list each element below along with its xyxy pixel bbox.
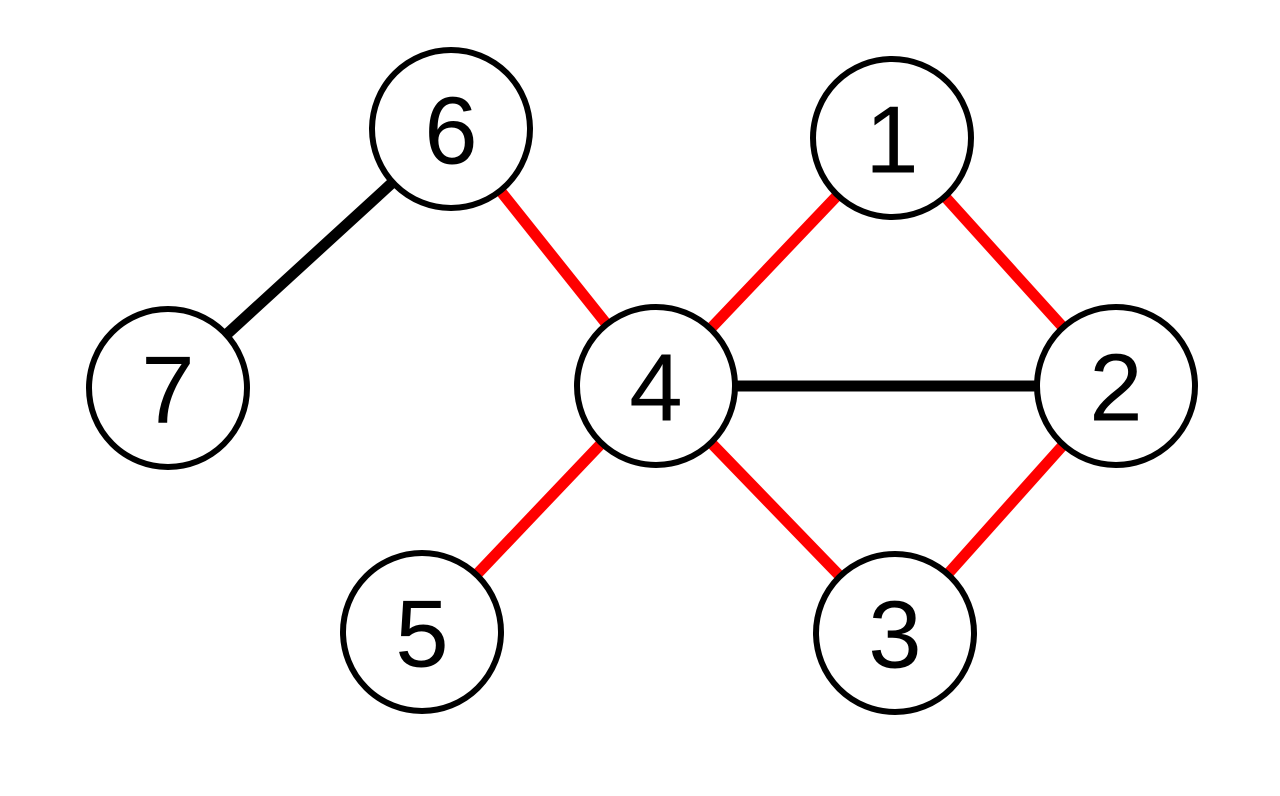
graph-edge-6-4[interactable] <box>494 185 613 330</box>
node-circle-2[interactable] <box>1034 304 1198 468</box>
node-label-2: 2 <box>1089 335 1142 442</box>
edges-layer <box>221 176 1069 582</box>
graph-node-1[interactable]: 1 <box>810 56 974 220</box>
graph-node-5[interactable]: 5 <box>340 550 504 714</box>
node-label-4: 4 <box>629 335 682 442</box>
graph-node-7[interactable]: 7 <box>86 306 250 470</box>
graph-edge-4-5[interactable] <box>471 438 607 580</box>
graph-edge-1-2[interactable] <box>939 191 1069 333</box>
node-label-3: 3 <box>868 582 921 689</box>
graph-edge-4-3[interactable] <box>705 437 846 582</box>
node-label-5: 5 <box>395 581 448 688</box>
graph-node-6[interactable]: 6 <box>369 47 533 211</box>
graph-node-4[interactable]: 4 <box>574 304 738 468</box>
node-circle-1[interactable] <box>810 56 974 220</box>
graph-edge-4-1[interactable] <box>705 189 843 335</box>
node-circle-4[interactable] <box>574 304 738 468</box>
node-circle-6[interactable] <box>369 47 533 211</box>
graph-node-2[interactable]: 2 <box>1034 304 1198 468</box>
graph-node-3[interactable]: 3 <box>813 551 977 715</box>
graph-edge-2-3[interactable] <box>942 439 1069 580</box>
node-circle-5[interactable] <box>340 550 504 714</box>
node-label-1: 1 <box>865 87 918 194</box>
node-circle-3[interactable] <box>813 551 977 715</box>
nodes-layer: 1 2 3 4 5 6 7 <box>86 47 1198 715</box>
node-label-6: 6 <box>424 78 477 185</box>
node-label-7: 7 <box>141 337 194 444</box>
graph-edge-7-6[interactable] <box>221 176 398 341</box>
node-circle-7[interactable] <box>86 306 250 470</box>
